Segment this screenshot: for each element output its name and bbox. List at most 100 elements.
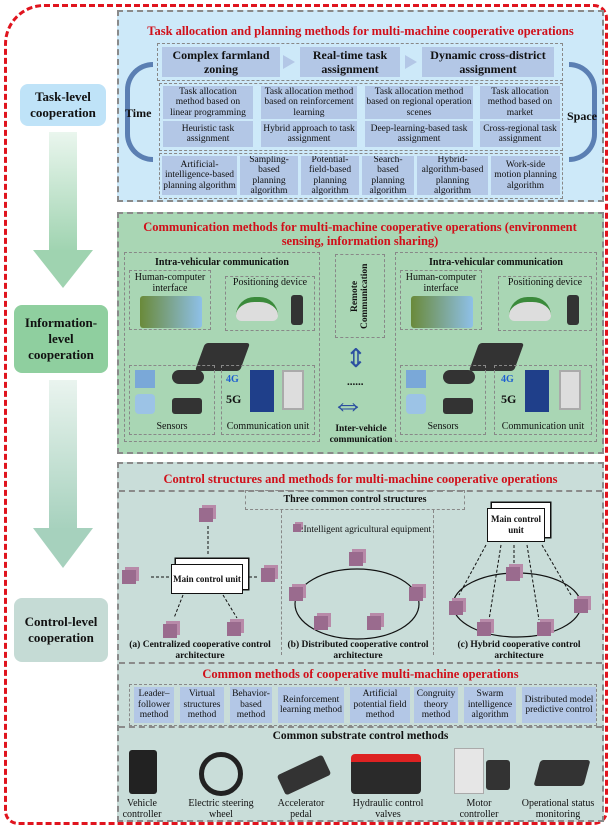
stage-zoning: Complex farmland zoning xyxy=(162,47,280,77)
planning-cell: Work-side motion planning algorithm xyxy=(491,156,560,195)
method-cell: Task allocation method based on regional… xyxy=(365,86,473,119)
method-cell: Behavior-based method xyxy=(230,687,272,723)
substrate-label: Motor controller xyxy=(459,798,499,820)
method-cell: Cross-regional task assignment xyxy=(480,121,560,147)
status-monitor-image xyxy=(533,760,591,786)
antenna-image xyxy=(567,295,579,325)
dtu-image xyxy=(282,370,304,410)
motor-image xyxy=(486,760,510,790)
substrate-title: Common substrate control methods xyxy=(272,730,449,742)
hci-label: Human-computer interface xyxy=(134,272,206,294)
substrate-label: Vehicle controller xyxy=(122,798,162,820)
equipment-cube xyxy=(367,616,381,630)
main-control-unit: Main control unit xyxy=(487,508,545,542)
planning-cell: Artificial-intelligence-based planning a… xyxy=(162,156,237,195)
substrate-label: Hydraulic control valves xyxy=(352,798,424,820)
planning-box: Artificial-intelligence-based planning a… xyxy=(159,153,563,199)
divider xyxy=(433,510,434,655)
equipment-cube xyxy=(349,552,363,566)
comm-unit-box: 4G 5G Communication unit xyxy=(221,365,315,435)
method-cell: Reinforcement learning method xyxy=(278,687,344,723)
sensors-label: Sensors xyxy=(156,421,188,432)
4g-icon: 4G xyxy=(501,374,514,385)
comm-unit-box: 4G 5G Communication unit xyxy=(494,365,592,435)
imu-image xyxy=(443,398,473,414)
comm-unit-label: Communication unit xyxy=(226,421,310,432)
remote-box: Remote Communication xyxy=(335,254,385,338)
method-cell: Artificial potential field method xyxy=(350,687,410,723)
hydraulic-valves-image xyxy=(351,754,421,794)
equipment-cube xyxy=(477,622,491,636)
divider xyxy=(119,662,602,664)
comm-unit-label: Communication unit xyxy=(501,421,585,432)
equipment-cube xyxy=(409,587,423,601)
method-cell: Heuristic task assignment xyxy=(163,121,253,147)
method-cell: Task allocation method based on reinforc… xyxy=(261,86,357,119)
equipment-cube xyxy=(314,616,328,630)
divider xyxy=(119,490,602,492)
positioning-label: Positioning device xyxy=(232,277,308,288)
intra-title: Intra-vehicular communication xyxy=(155,257,289,268)
dtu-image xyxy=(559,370,581,410)
main-control-unit: Main control unit xyxy=(171,564,243,594)
task-title: Task allocation and planning methods for… xyxy=(147,24,574,38)
lidar-image xyxy=(406,370,426,388)
outer-frame xyxy=(4,4,608,825)
equipment-cube xyxy=(163,624,177,638)
arrow-head-icon xyxy=(33,528,93,568)
planning-cell: Sampling-based planning algorithm xyxy=(240,156,298,195)
tablet-image xyxy=(411,296,473,328)
level-information: Information-level cooperation xyxy=(14,305,108,373)
space-label: Space xyxy=(567,109,597,123)
stages-box: Complex farmland zoning Real-time task a… xyxy=(157,43,563,81)
sensors-box: Sensors xyxy=(129,365,215,435)
updown-arrow-icon: ⇕ xyxy=(345,344,367,373)
vehicle-controller-image xyxy=(129,750,157,794)
equipment-cube xyxy=(574,599,588,613)
equipment-cube xyxy=(227,622,241,636)
method-cell: Hybrid approach to task assignment xyxy=(261,121,357,147)
positioning-box: Positioning device xyxy=(225,276,315,331)
equipment-cube xyxy=(199,508,213,522)
camera-image xyxy=(443,370,475,384)
stage-realtime: Real-time task assignment xyxy=(300,47,400,77)
sensor-image xyxy=(406,394,426,414)
equipment-cube xyxy=(122,570,136,584)
substrate-label: Accelerator pedal xyxy=(277,798,325,820)
comm-title: Communication methods for multi-machine … xyxy=(143,220,577,248)
intra-left: Intra-vehicular communication Human-comp… xyxy=(124,252,320,442)
equipment-cube xyxy=(449,601,463,615)
legend-cube-icon xyxy=(292,524,301,532)
task-methods-box: Task allocation method based on linear p… xyxy=(159,83,563,151)
accelerator-pedal-image xyxy=(276,754,332,796)
comm-section: Communication methods for multi-machine … xyxy=(117,212,604,454)
hci-box: Human-computer interface xyxy=(400,270,482,330)
camera-image xyxy=(172,370,204,384)
5g-icon: 5G xyxy=(226,392,242,406)
planning-cell: Hybrid-algorithm-based planning algorith… xyxy=(417,156,488,195)
method-cell: Distributed model predictive control xyxy=(522,687,596,723)
planning-cell: Potential-field-based planning algorithm xyxy=(301,156,359,195)
sensors-label: Sensors xyxy=(427,421,459,432)
tablet-image xyxy=(140,296,202,328)
level-control: Control-level cooperation xyxy=(14,598,108,662)
dots: ...... xyxy=(347,376,364,388)
equipment-cube xyxy=(506,567,520,581)
gnss-receiver-image xyxy=(509,297,551,321)
inter-label: Inter-vehicle communication xyxy=(329,424,393,445)
method-cell: Leader–follower method xyxy=(134,687,174,723)
equipment-cube xyxy=(261,568,275,582)
planning-cell: Search-based planning algorithm xyxy=(362,156,414,195)
caption-distributed: (b) Distributed cooperative control arch… xyxy=(287,640,429,661)
legend: :Intelligent agricultural equipment xyxy=(287,524,437,536)
substrate-label: Electric steering wheel xyxy=(188,798,254,820)
positioning-box: Positioning device xyxy=(498,276,592,331)
remote-label: Remote Communication xyxy=(350,263,370,329)
method-cell: Congruity theory method xyxy=(414,687,458,723)
control-title: Control structures and methods for multi… xyxy=(163,472,558,486)
sensors-box: Sensors xyxy=(400,365,486,435)
arrow-right-icon xyxy=(405,55,417,69)
structures-title: Three common control structures xyxy=(245,490,465,510)
leftright-arrow-icon: ⇔ xyxy=(331,386,365,423)
module-image xyxy=(525,370,549,412)
